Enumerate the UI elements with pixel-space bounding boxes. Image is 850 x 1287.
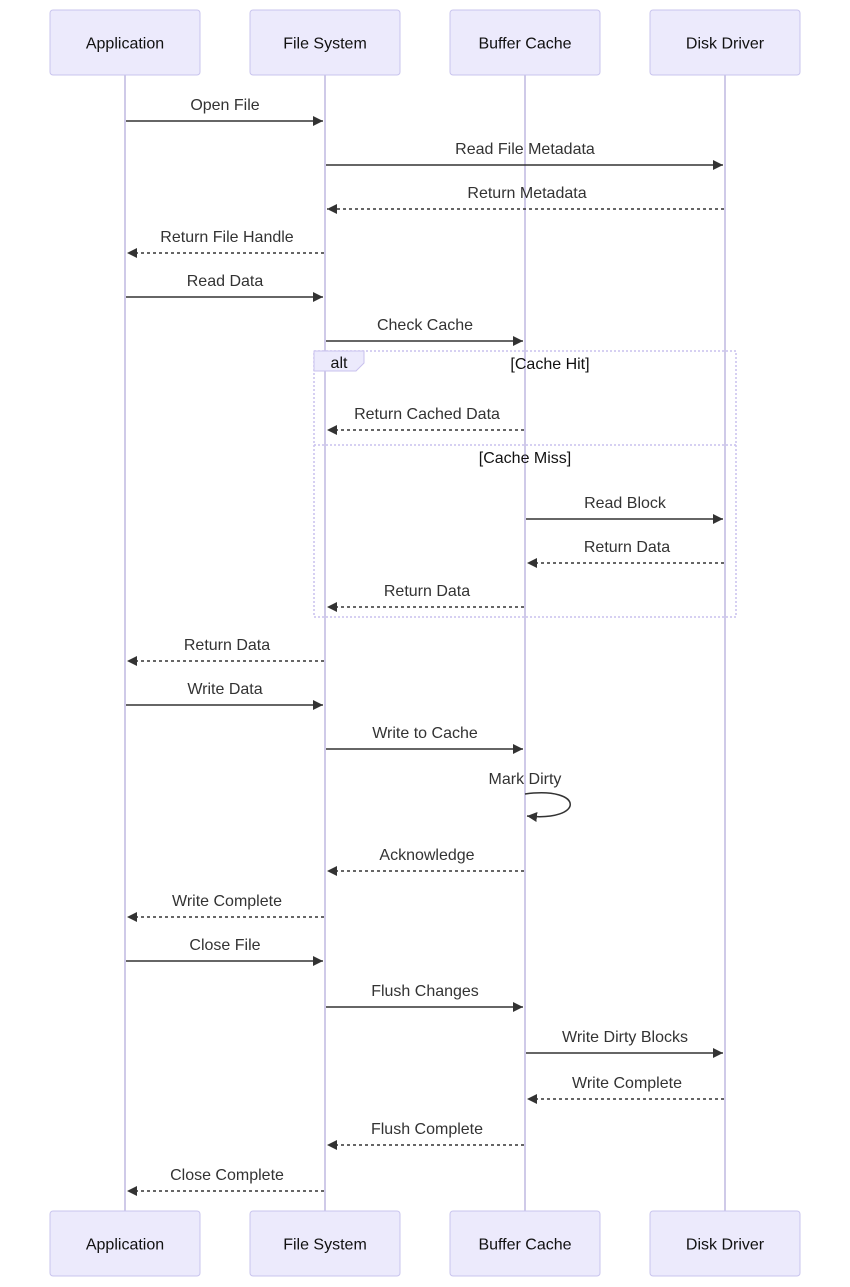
message-8: Return Data	[527, 539, 724, 568]
actor-box	[49, 1210, 201, 1277]
message-5: Check Cache	[326, 317, 523, 346]
actor-label: Disk Driver	[686, 36, 765, 53]
message-label: Return Data	[584, 539, 670, 556]
message-6: Return Cached Data	[327, 406, 524, 435]
message-label: Read Block	[584, 495, 667, 512]
actor-box	[49, 9, 201, 76]
actor-label: Disk Driver	[686, 1237, 765, 1254]
message-label: Write Data	[187, 681, 262, 698]
message-label: Return Data	[384, 583, 470, 600]
actor-label: File System	[283, 1237, 367, 1254]
actor-app-top: Application	[49, 9, 201, 76]
actor-disk-top: Disk Driver	[649, 9, 801, 76]
message-17: Flush Changes	[326, 983, 523, 1012]
message-4: Read Data	[126, 273, 323, 302]
message-21: Close Complete	[127, 1167, 324, 1196]
message-12: Write to Cache	[326, 725, 523, 754]
message-label: Check Cache	[377, 317, 473, 334]
message-label: Write Complete	[572, 1075, 682, 1092]
message-label: Close File	[189, 937, 260, 954]
actor-cache-bottom: Buffer Cache	[449, 1210, 601, 1277]
message-label: Read File Metadata	[455, 141, 595, 158]
message-7: Read Block	[526, 495, 723, 524]
actor-box	[449, 1210, 601, 1277]
message-9: Return Data	[327, 583, 524, 612]
actor-box	[649, 9, 801, 76]
message-label: Write Complete	[172, 893, 282, 910]
message-label: Read Data	[187, 273, 264, 290]
alt-section-label-cache-miss: [Cache Miss]	[479, 450, 571, 467]
message-14: Acknowledge	[327, 847, 524, 876]
actor-label: Buffer Cache	[478, 36, 571, 53]
message-label: Flush Changes	[371, 983, 479, 1000]
message-label: Write Dirty Blocks	[562, 1029, 688, 1046]
actor-box	[249, 1210, 401, 1277]
actor-box	[249, 9, 401, 76]
actor-box	[449, 9, 601, 76]
alt-section-label-cache-hit: [Cache Hit]	[510, 356, 589, 373]
actor-fs-bottom: File System	[249, 1210, 401, 1277]
message-label: Return File Handle	[160, 229, 294, 246]
actor-app-bottom: Application	[49, 1210, 201, 1277]
message-19: Write Complete	[527, 1075, 724, 1104]
message-label: Mark Dirty	[489, 771, 562, 788]
alt-keyword: alt	[331, 355, 348, 372]
actor-box	[649, 1210, 801, 1277]
message-18: Write Dirty Blocks	[526, 1029, 723, 1058]
message-label: Return Data	[184, 637, 270, 654]
actor-label: Buffer Cache	[478, 1237, 571, 1254]
message-label: Close Complete	[170, 1167, 284, 1184]
actor-fs-top: File System	[249, 9, 401, 76]
alt-label-tab	[313, 350, 365, 372]
message-label: Return Cached Data	[354, 406, 500, 423]
actor-label: Application	[86, 36, 164, 53]
alt-block: alt [Cache Hit] [Cache Miss]	[313, 350, 737, 618]
message-label: Write to Cache	[372, 725, 478, 742]
message-15: Write Complete	[127, 893, 324, 922]
message-13: Mark Dirty	[489, 771, 571, 822]
message-label: Open File	[190, 97, 259, 114]
message-2: Return Metadata	[327, 185, 724, 214]
message-10: Return Data	[127, 637, 324, 666]
actor-disk-bottom: Disk Driver	[649, 1210, 801, 1277]
message-label: Acknowledge	[379, 847, 474, 864]
message-0: Open File	[126, 97, 323, 126]
message-label: Return Metadata	[467, 185, 586, 202]
message-label: Flush Complete	[371, 1121, 483, 1138]
actor-label: File System	[283, 36, 367, 53]
message-16: Close File	[126, 937, 323, 966]
message-11: Write Data	[126, 681, 323, 710]
self-message-arrow	[524, 792, 571, 822]
message-20: Flush Complete	[327, 1121, 524, 1150]
actor-cache-top: Buffer Cache	[449, 9, 601, 76]
actor-label: Application	[86, 1237, 164, 1254]
message-1: Read File Metadata	[326, 141, 723, 170]
message-3: Return File Handle	[127, 229, 324, 258]
